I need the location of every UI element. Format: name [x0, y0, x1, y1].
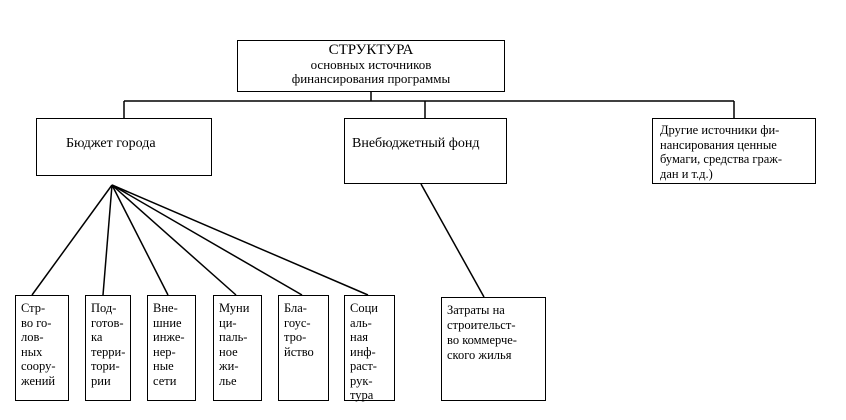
- label-line: строительст-: [447, 318, 516, 332]
- label-line: паль-: [219, 330, 248, 344]
- label-line: гоус-: [284, 315, 311, 330]
- budget-item-external-networks: Вне- шние инже- нер- ные сети: [147, 295, 196, 401]
- fund-item-label: Затраты на строительст- во коммерче- ско…: [447, 303, 517, 363]
- fund-item-commercial-housing: Затраты на строительст- во коммерче- ско…: [441, 297, 546, 401]
- label-line: соору-: [21, 359, 56, 373]
- label-line: Бла-: [284, 301, 307, 315]
- budget-item-label: Под- готов- ка терри- тори- рии: [91, 301, 125, 388]
- other-sources-line: бумаги, средства граж-: [660, 152, 783, 166]
- budget-item-landscaping: Бла- гоус- тро- йство: [278, 295, 329, 401]
- label-line: жений: [21, 373, 56, 388]
- off-budget-fund-box: Внебюджетный фонд: [344, 118, 507, 184]
- city-budget-box: Бюджет города: [36, 118, 212, 176]
- label-line: Стр-: [21, 301, 46, 315]
- other-sources-label: Другие источники фи- нансирования ценные…: [660, 123, 810, 181]
- connector-budget-to-item-4: [111, 184, 237, 296]
- label-line: ная: [350, 330, 368, 344]
- label-line: ского жилья: [447, 348, 512, 362]
- connector-fund-to-item: [420, 183, 485, 298]
- label-line: рук-: [350, 373, 373, 388]
- city-budget-label: Бюджет города: [66, 136, 156, 151]
- connector-budget-to-item-5: [111, 184, 303, 296]
- off-budget-fund-label: Внебюджетный фонд: [352, 136, 480, 151]
- label-line: инже-: [153, 330, 185, 344]
- label-line: лье: [219, 373, 237, 388]
- root-subtitle-line-1: основных источников: [310, 57, 432, 72]
- label-line: ных: [21, 344, 43, 359]
- other-sources-box: Другие источники фи- нансирования ценные…: [652, 118, 816, 184]
- connector-budget-to-item-3: [111, 184, 169, 296]
- budget-item-label: Муни ци- паль- ное жи- лье: [219, 301, 249, 388]
- label-line: готов-: [91, 315, 124, 330]
- budget-item-social-infrastructure: Соци аль- ная инф- раст- рук- тура: [344, 295, 395, 403]
- label-line: тори-: [91, 359, 120, 373]
- label-line: Вне-: [153, 301, 178, 315]
- label-line: терри-: [91, 344, 126, 359]
- connector-budget-to-item-6: [111, 184, 369, 296]
- label-line: инф-: [350, 344, 376, 359]
- label-line: сети: [153, 373, 177, 388]
- label-line: раст-: [350, 359, 377, 373]
- label-line: рии: [91, 373, 111, 388]
- other-sources-line: дан и т.д.): [660, 166, 713, 181]
- label-line: тро-: [284, 330, 307, 344]
- connector-budget-to-item-1: [31, 184, 113, 296]
- label-line: ное: [219, 344, 238, 359]
- root-subtitle-line-2: финансирования программы: [291, 71, 451, 86]
- root-title: СТРУКТУРА: [328, 42, 414, 58]
- label-line: йство: [284, 344, 314, 359]
- budget-item-site-preparation: Под- готов- ка терри- тори- рии: [85, 295, 131, 401]
- budget-item-label: Вне- шние инже- нер- ные сети: [153, 301, 185, 388]
- label-line: во го-: [21, 315, 52, 330]
- label-line: Муни: [219, 301, 250, 315]
- label-line: во коммерче-: [447, 333, 517, 347]
- label-line: ные: [153, 359, 174, 373]
- label-line: шние: [153, 315, 182, 330]
- budget-item-label: Стр- во го- лов- ных соору- жений: [21, 301, 56, 388]
- label-line: жи-: [219, 359, 239, 373]
- label-line: лов-: [21, 330, 44, 344]
- other-sources-line: Другие источники фи-: [660, 123, 780, 137]
- structure-root-box: СТРУКТУРА основных источников финансиров…: [237, 40, 505, 92]
- budget-item-label: Соци аль- ная инф- раст- рук- тура: [350, 301, 378, 403]
- label-line: нер-: [153, 344, 176, 359]
- budget-item-label: Бла- гоус- тро- йство: [284, 301, 314, 359]
- label-line: ци-: [219, 315, 237, 330]
- label-line: Соци: [350, 301, 378, 315]
- label-line: Затраты на: [447, 303, 505, 317]
- label-line: ка: [91, 330, 103, 344]
- label-line: тура: [350, 388, 374, 402]
- label-line: аль-: [350, 315, 372, 330]
- label-line: Под-: [91, 301, 117, 315]
- budget-item-municipal-housing: Муни ци- паль- ное жи- лье: [213, 295, 262, 401]
- budget-item-head-structures: Стр- во го- лов- ных соору- жений: [15, 295, 69, 401]
- other-sources-line: нансирования ценные: [660, 137, 777, 152]
- connector-budget-to-item-2: [102, 184, 113, 296]
